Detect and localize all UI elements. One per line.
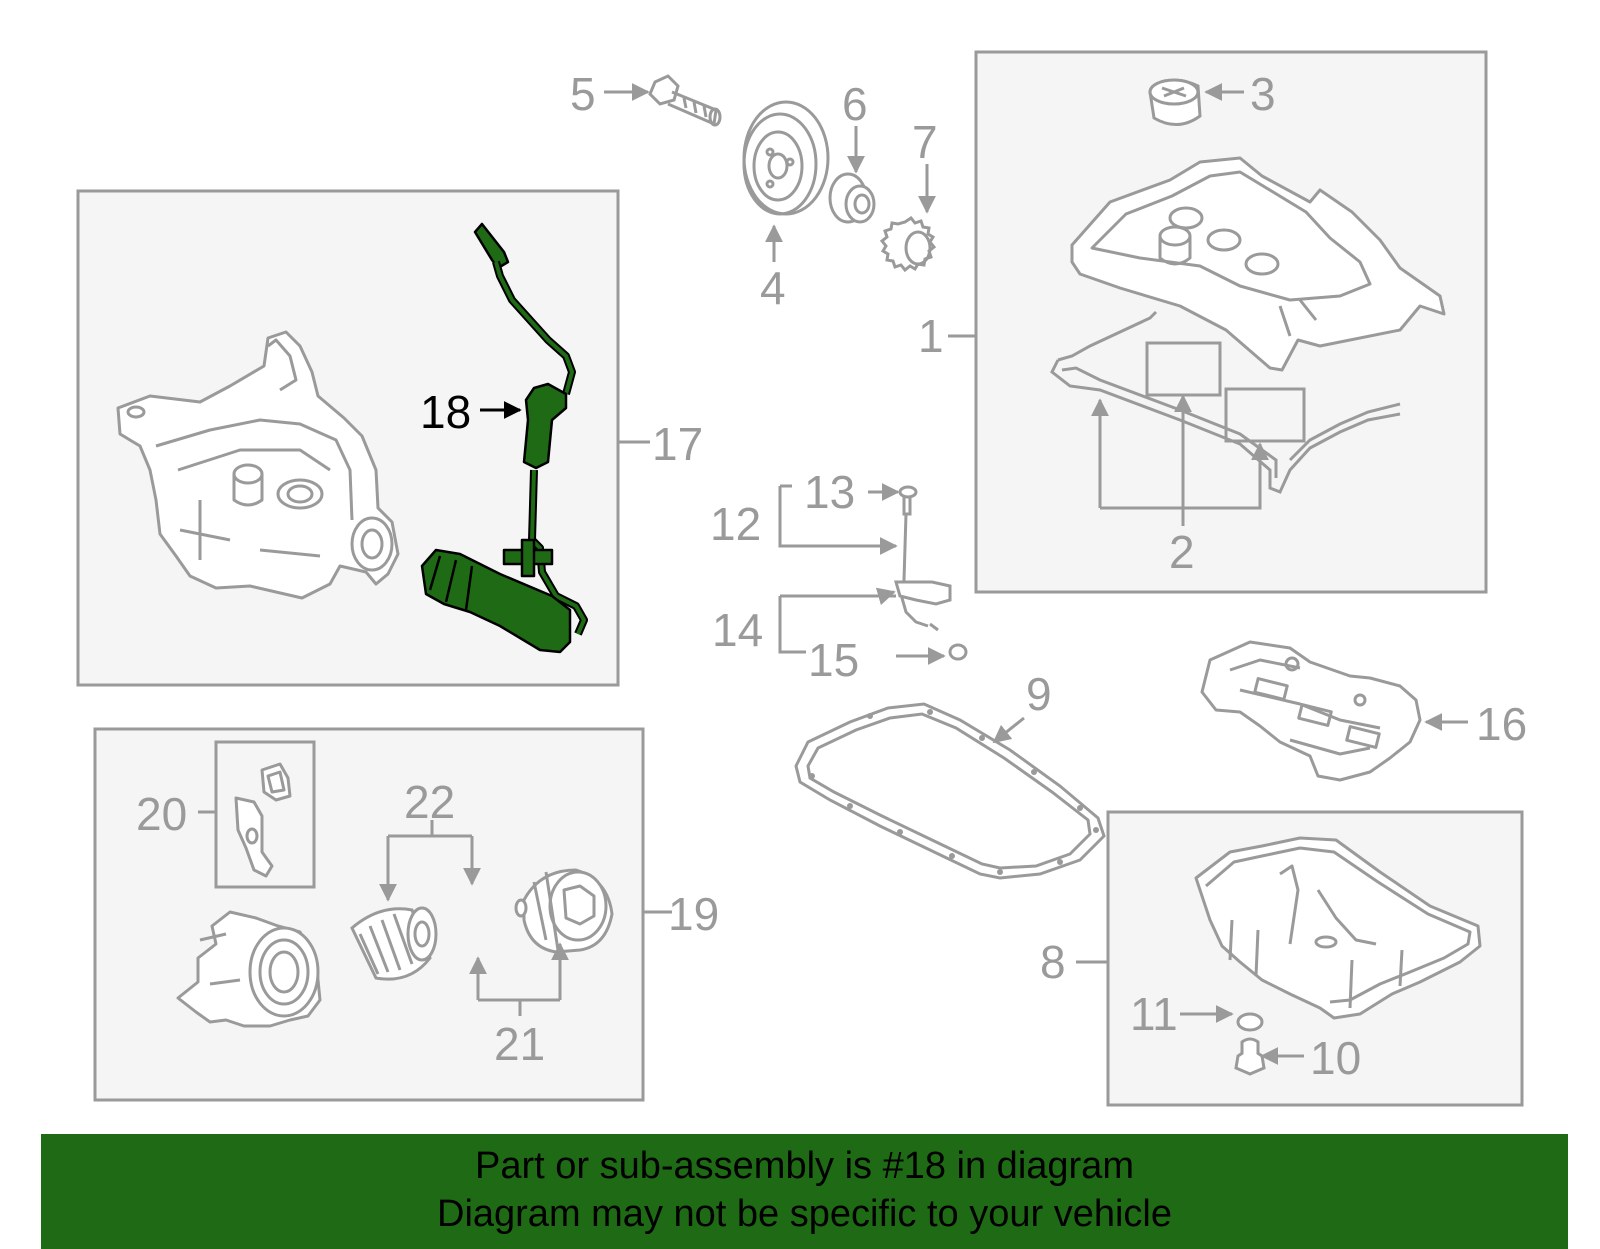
callout-20: 20 xyxy=(136,788,187,840)
banner-line-1: Part or sub-assembly is #18 in diagram xyxy=(475,1145,1134,1187)
part-8-oil-pan xyxy=(1194,836,1482,1020)
part-16-baffle-plate xyxy=(1200,640,1422,782)
leader-lines xyxy=(198,83,1468,1065)
callout-18: 18 xyxy=(420,386,471,438)
callout-17: 17 xyxy=(652,418,703,470)
part-20-oil-cooler-gaskets xyxy=(234,762,292,878)
callout-16: 16 xyxy=(1476,698,1527,750)
callout-6: 6 xyxy=(842,78,868,130)
part-4-crank-pulley xyxy=(742,100,830,216)
callout-2: 2 xyxy=(1169,526,1195,578)
callout-5: 5 xyxy=(570,68,596,120)
part-19-oil-filter-housing xyxy=(176,910,322,1028)
callout-15: 15 xyxy=(808,634,859,686)
part-6-seal xyxy=(828,172,876,224)
part-21-oil-filter-cap xyxy=(514,868,614,954)
callout-21: 21 xyxy=(494,1018,545,1070)
part-3-oil-filler-cap xyxy=(1148,78,1202,126)
part-22-oil-filter-element xyxy=(350,906,438,981)
callout-11: 11 xyxy=(1130,988,1178,1040)
callout-22: 22 xyxy=(404,776,455,828)
callout-13: 13 xyxy=(804,466,855,518)
part-7-sprocket xyxy=(879,215,937,273)
part-9-oil-pan-gasket xyxy=(794,702,1106,880)
callout-8: 8 xyxy=(1040,936,1066,988)
callout-1: 1 xyxy=(918,310,944,362)
part-1-valve-cover xyxy=(1070,156,1446,372)
part-18-oil-level-sensor xyxy=(420,222,588,654)
part-10-drain-plug xyxy=(1234,1037,1266,1076)
callout-3: 3 xyxy=(1250,68,1276,120)
banner-line-2: Diagram may not be specific to your vehi… xyxy=(437,1193,1172,1235)
callout-14: 14 xyxy=(712,604,763,656)
part-12-dipstick-assembly xyxy=(894,485,968,661)
callout-7: 7 xyxy=(912,116,938,168)
part-5-bolt xyxy=(648,74,722,127)
callout-19: 19 xyxy=(668,888,719,940)
info-banner: Part or sub-assembly is #18 in diagram D… xyxy=(41,1134,1568,1249)
part-11-drain-plug-gasket xyxy=(1236,1012,1264,1032)
part-17-oil-pump xyxy=(116,330,400,600)
callout-12: 12 xyxy=(710,498,761,550)
callout-9: 9 xyxy=(1026,668,1052,720)
callout-labels: 1 2 3 4 5 6 7 8 9 10 11 12 13 14 15 16 1… xyxy=(136,68,1527,1084)
callout-10: 10 xyxy=(1310,1032,1361,1084)
callout-4: 4 xyxy=(760,262,786,314)
